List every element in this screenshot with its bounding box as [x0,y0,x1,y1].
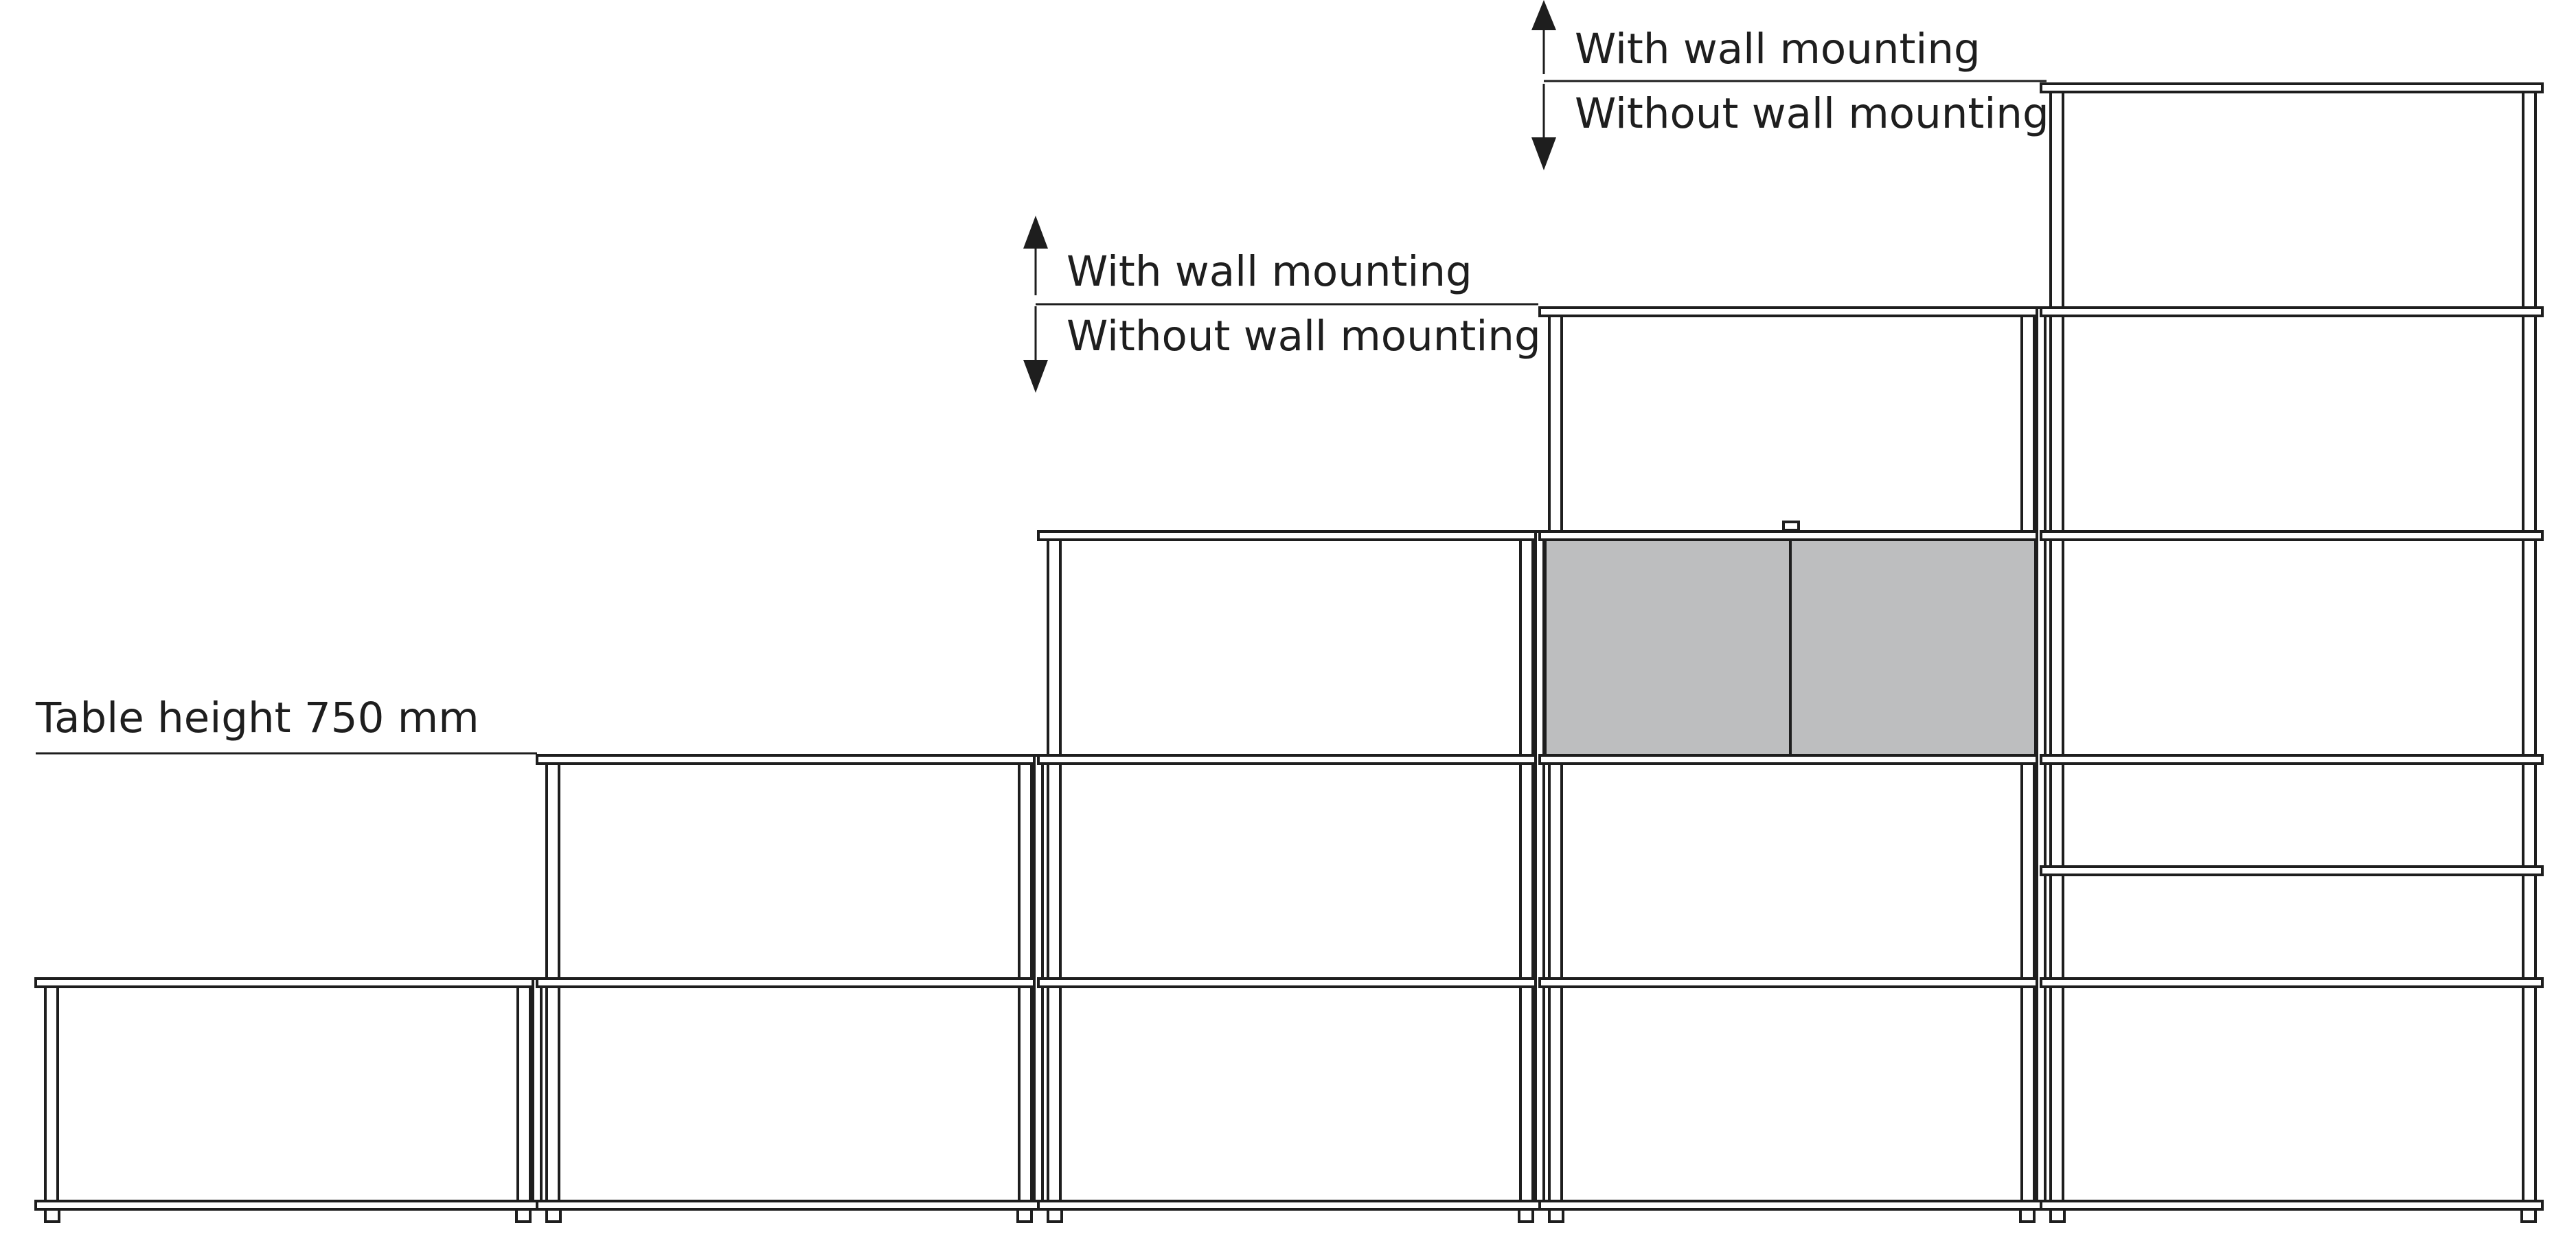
shelving-unit [34,82,2544,1223]
cabinet-door-panel [1789,538,2037,757]
shelf-post [516,977,532,1202]
shelf-foot [1016,1208,1033,1223]
shelf-panel [2040,530,2544,541]
shelf-foot [515,1208,532,1223]
shelf-foot [545,1208,562,1223]
shelf-post-joint [532,977,543,1202]
lock-icon [1782,521,1800,532]
shelf-foot [2019,1208,2036,1223]
table-height-annotation: Table height 750 mm [35,694,537,755]
upper-mounting-annotation: With wall mounting Without wall mounting [1531,0,2049,170]
shelf-panel [34,977,538,988]
shelf-panel [536,977,1040,988]
shelf-foot [44,1208,60,1223]
shelf-panel [1538,1200,2042,1211]
upper-without-mounting-label: Without wall mounting [1575,89,2049,138]
shelf-foot [1047,1208,1063,1223]
shelf-panel [1538,977,2042,988]
cabinet-door-panel [1544,538,1792,757]
middle-mounting-annotation: With wall mounting Without wall mounting [1023,216,1541,393]
shelf-panel [1037,977,1541,988]
arrow-down-icon [1531,137,1556,170]
shelf-foot [2520,1208,2537,1223]
shelf-panel [34,1200,538,1211]
shelf-post [1047,530,1062,1202]
shelf-panel [2040,754,2544,765]
arrow-down-icon [1023,360,1048,393]
shelf-foot [2049,1208,2066,1223]
table-height-label: Table height 750 mm [35,694,479,742]
shelf-panel [2040,865,2544,876]
shelf-post [1519,530,1534,1202]
shelf-post [2522,82,2537,1202]
shelf-panel [2040,977,2544,988]
shelf-panel [2040,306,2544,317]
shelf-panel [1037,1200,1541,1211]
shelf-panel [536,1200,1040,1211]
shelf-panel [2040,82,2544,93]
shelf-panel [1037,754,1541,765]
shelf-panel [1037,530,1541,541]
middle-without-mounting-label: Without wall mounting [1067,312,1541,361]
shelf-post-joint [1534,530,1545,1202]
shelf-panel [1538,306,2042,317]
shelf-panel [536,754,1040,765]
upper-with-mounting-label: With wall mounting [1575,25,1981,73]
shelf-post [44,977,59,1202]
shelf-foot [1548,1208,1564,1223]
shelf-foot [1518,1208,1534,1223]
arrow-up-icon [1531,0,1556,30]
middle-with-mounting-label: With wall mounting [1067,247,1472,296]
shelf-panel [2040,1200,2544,1211]
arrow-up-icon [1023,216,1048,249]
shelf-post [2049,82,2064,1202]
